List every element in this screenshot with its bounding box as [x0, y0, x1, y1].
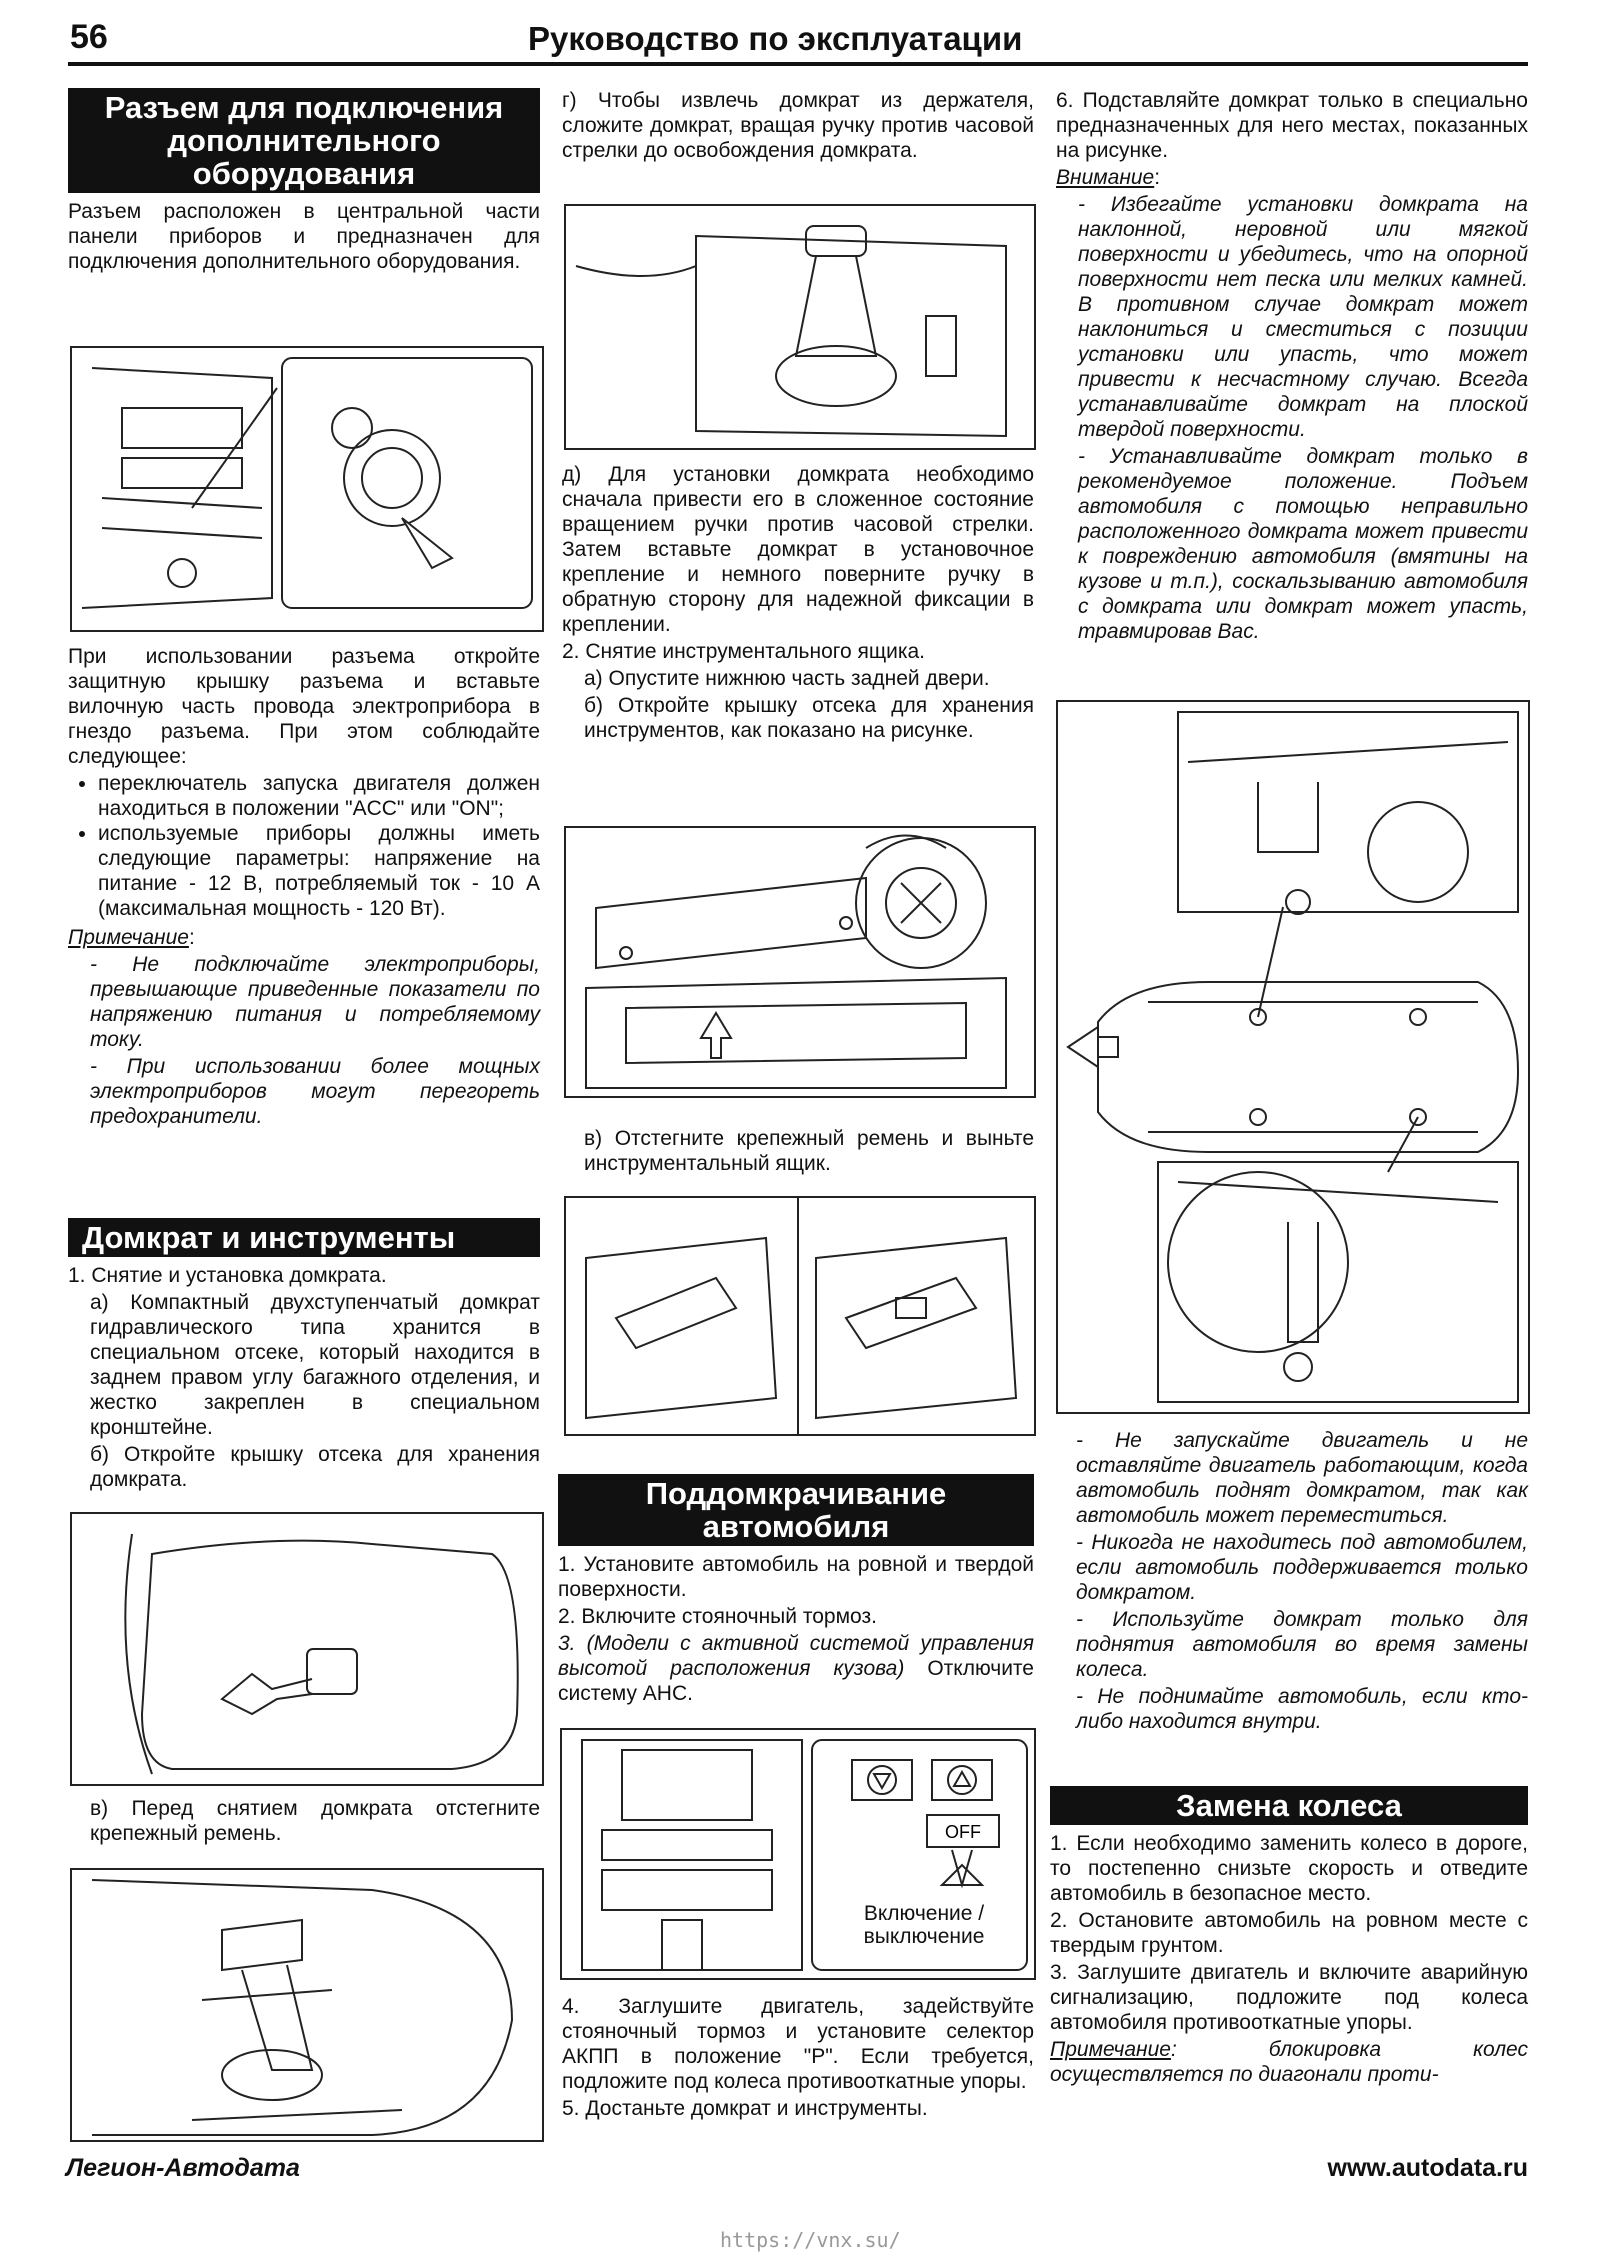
warning-item: - Никогда не находитесь под автомобилем,… [1076, 1531, 1528, 1604]
jacking-step-4: 4. Заглушите двигатель, задействуйте сто… [562, 1995, 1034, 2093]
figure-ahc-switch: OFF Включение / выключение [560, 1728, 1036, 1980]
section-title-jack: Домкрат и инструменты [68, 1218, 540, 1257]
column-2-d: Поддомкрачивание автомобиля 1. Установит… [558, 1474, 1034, 1708]
figure-jack-strap [70, 1868, 544, 2142]
column-3: 6. Подставляйте домкрат только в специал… [1056, 89, 1528, 643]
toolbox-step-2: 2. Снятие инструментального ящика. [562, 640, 925, 663]
column-2: г) Чтобы извлечь домкрат из держателя, с… [562, 88, 1034, 165]
jacking-step-1: 1. Установите автомобиль на ровной и тве… [558, 1553, 1034, 1601]
column-1-b: При использовании разъема откройте защит… [68, 644, 540, 1131]
switch-caption: Включение / выключение [863, 1902, 985, 1948]
column-2-b: д) Для установки домкрата необходимо сна… [562, 462, 1034, 745]
section-title-connector: Разъем для подключения дополнительного о… [68, 88, 540, 193]
list-item: переключатель запуска двигателя должен н… [98, 771, 540, 821]
column-2-e: 4. Заглушите двигатель, задействуйте сто… [562, 1994, 1034, 2123]
section-title-jacking: Поддомкрачивание автомобиля [558, 1474, 1034, 1546]
page-number: 56 [70, 18, 108, 56]
warning-item: - Не запускайте двигатель и не оставляйт… [1076, 1429, 1528, 1527]
toolbox-step-2a: а) Опустите нижнюю часть задней двери. [584, 667, 990, 690]
figure-tool-compartment [564, 826, 1036, 1098]
note-label: Примечание [1050, 2038, 1171, 2061]
jack-points-drawing [1066, 711, 1520, 1403]
section-title-wheel-change: Замена колеса [1050, 1786, 1528, 1825]
jack-step-1: 1. Снятие и установка домкрата. [68, 1264, 387, 1287]
connector-usage: При использовании разъема откройте защит… [68, 645, 540, 768]
connector-intro: Разъем расположен в центральной части па… [68, 200, 540, 273]
jacking-step-3-model-note: 3. (Модели с активной системой управлени… [558, 1632, 1034, 1680]
column-3-b: - Не запускайте двигатель и не оставляйт… [1076, 1428, 1528, 1736]
connector-requirements: переключатель запуска двигателя должен н… [68, 771, 540, 921]
list-item: используемые приборы должны иметь следую… [98, 821, 540, 921]
jacking-step-3-action: Отключите систему АНС. [558, 1657, 1034, 1705]
note-label: Примечание [68, 926, 189, 949]
jack-strap-drawing [91, 1879, 514, 2136]
jack-step-g: г) Чтобы извлечь домкрат из держателя, с… [562, 89, 1034, 162]
footer-website: www.autodata.ru [1327, 2154, 1528, 2182]
jack-step-1b: б) Откройте крышку отсека для хранения д… [90, 1443, 540, 1491]
jack-holder-drawing [575, 225, 1007, 438]
figure-jack-points [1056, 700, 1530, 1414]
figure-jack-holder [564, 204, 1036, 450]
footer-publisher: Легион-Автодата [66, 2154, 300, 2182]
wheel-step-2: 2. Остановите автомобиль на ровном месте… [1050, 1909, 1528, 1957]
jack-compartment-drawing [124, 1533, 519, 1775]
jacking-step-2: 2. Включите стояночный тормоз. [558, 1605, 877, 1628]
column-3-c: Замена колеса 1. Если необходимо заменит… [1050, 1786, 1528, 2089]
figure-connector [70, 346, 544, 632]
warning-item: - Избегайте установки домкрата на наклон… [1078, 193, 1528, 441]
column-1-d: в) Перед снятием домкрата отстегните кре… [68, 1796, 540, 1848]
jack-step-d: д) Для установки домкрата необходимо сна… [562, 463, 1034, 636]
toolbox-step-2b: б) Откройте крышку отсека для хранения и… [584, 694, 1034, 742]
warning-item: - Не поднимайте автомобиль, если кто-либ… [1076, 1685, 1528, 1733]
warning-label: Внимание [1056, 166, 1155, 189]
tool-compartment-drawing [585, 834, 1007, 1089]
wheel-note: : блокировка колес осуществляется по диа… [1050, 2038, 1528, 2086]
jack-point-step-6: 6. Подставляйте домкрат только в специал… [1056, 89, 1528, 162]
toolbox-step-2v: в) Отстегните крепежный ремень и выньте … [584, 1127, 1034, 1175]
jack-step-1a: а) Компактный двухступенчатый домкрат ги… [90, 1291, 540, 1439]
figure-toolbox-strap [564, 1196, 1036, 1436]
jack-step-1v: в) Перед снятием домкрата отстегните кре… [90, 1797, 540, 1845]
column-2-c: в) Отстегните крепежный ремень и выньте … [562, 1126, 1034, 1178]
off-button-label: OFF [945, 1822, 981, 1842]
jacking-step-3: 3. (Модели с активной системой управлени… [558, 1631, 1034, 1706]
note-item: - Не подключайте электроприборы, превыша… [90, 953, 540, 1051]
running-header: Руководство по эксплуатации [528, 20, 1023, 57]
jacking-step-5: 5. Достаньте домкрат и инструменты. [562, 2097, 928, 2120]
toolbox-strap-drawing [585, 1198, 1018, 1434]
figure-jack-compartment [70, 1512, 544, 1786]
watermark-url: https://vnx.su/ [720, 2228, 901, 2252]
connector-drawing [81, 357, 533, 609]
wheel-step-3: 3. Заглушите двигатель и включите аварий… [1050, 1961, 1528, 2034]
header-rule [68, 62, 1528, 66]
ahc-switch-drawing: OFF [581, 1739, 1028, 1971]
wheel-step-1: 1. Если необходимо заменить колесо в дор… [1050, 1832, 1528, 1905]
note-item: - При использовании более мощных электро… [90, 1055, 540, 1128]
column-1: Разъем для подключения дополнительного о… [68, 88, 540, 276]
warning-item: - Устанавливайте домкрат только в рекоме… [1078, 445, 1528, 643]
column-1-c: Домкрат и инструменты 1. Снятие и устано… [68, 1218, 540, 1494]
warning-item: - Используйте домкрат только для подняти… [1076, 1608, 1528, 1681]
